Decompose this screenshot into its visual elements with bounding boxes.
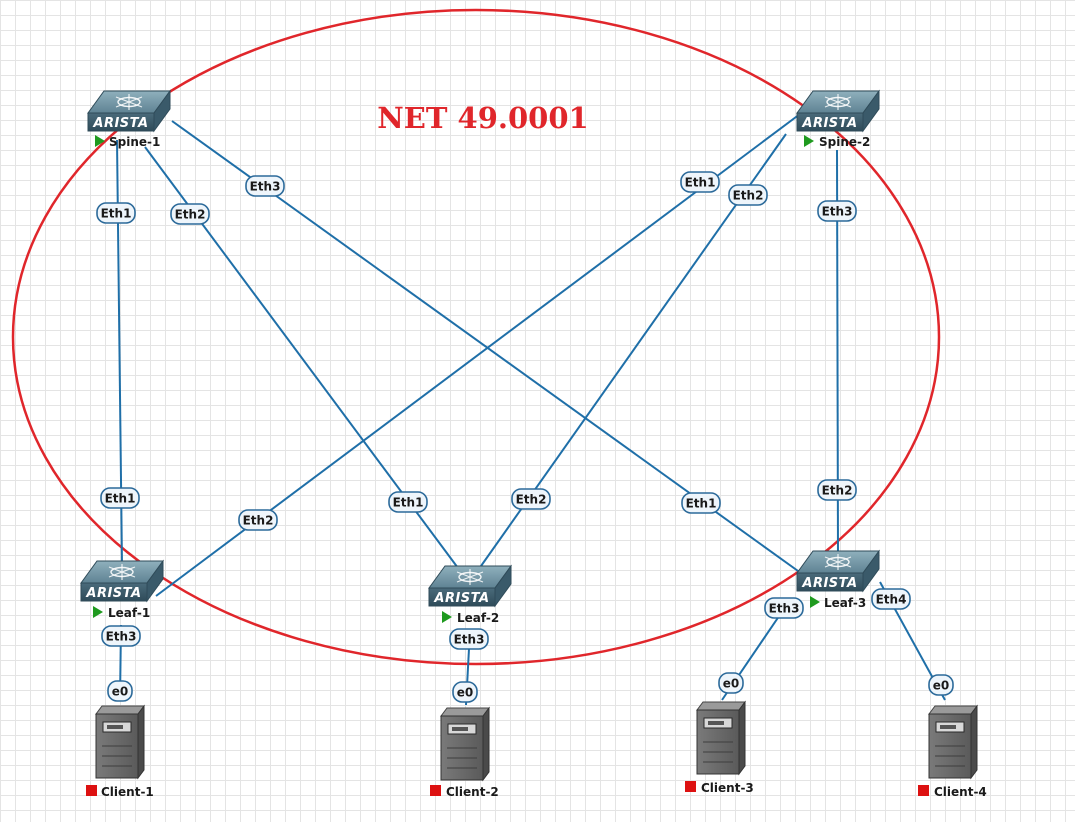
switch-leaf-2[interactable]: ARISTA Leaf-2 <box>428 564 512 625</box>
play-icon <box>93 606 103 618</box>
server-icon <box>95 704 145 780</box>
port-label[interactable]: Eth2 <box>238 509 278 531</box>
links-layer <box>116 110 946 706</box>
port-label-text: Eth3 <box>822 205 853 219</box>
device-label: Client-1 <box>101 785 154 799</box>
server-icon <box>440 706 490 782</box>
port-label-text: Eth3 <box>454 633 485 647</box>
client-3[interactable]: Client-3 <box>685 700 754 795</box>
server-icon <box>928 704 978 780</box>
play-icon <box>804 135 814 147</box>
port-label[interactable]: Eth1 <box>680 171 720 193</box>
device-label: Client-4 <box>934 785 987 799</box>
port-label[interactable]: e0 <box>107 680 133 702</box>
port-label-text: e0 <box>723 677 740 691</box>
client-2[interactable]: Client-2 <box>430 706 499 799</box>
device-label: Leaf-3 <box>824 596 866 610</box>
switch-brand-text: ARISTA <box>92 116 148 131</box>
port-label-text: Eth4 <box>876 593 907 607</box>
switch-brand-text: ARISTA <box>801 576 857 591</box>
port-label-text: Eth1 <box>393 496 424 510</box>
switch-leaf-3[interactable]: ARISTA Leaf-3 <box>796 549 880 610</box>
arista-switch-icon: ARISTA <box>796 89 880 133</box>
stop-icon <box>86 785 97 796</box>
port-label-text: Eth2 <box>516 493 547 507</box>
arista-switch-icon: ARISTA <box>87 89 171 133</box>
port-label-text: Eth1 <box>105 492 136 506</box>
switch-brand-text: ARISTA <box>433 591 489 606</box>
port-label-text: Eth2 <box>175 208 206 222</box>
port-label[interactable]: Eth1 <box>100 487 140 509</box>
port-label-text: Eth3 <box>250 180 281 194</box>
device-label: Spine-2 <box>819 135 870 149</box>
switch-spine-2[interactable]: ARISTA Spine-2 <box>796 89 880 149</box>
port-label-text: Eth2 <box>733 189 764 203</box>
client-1[interactable]: Client-1 <box>86 704 154 799</box>
port-label-text: Eth2 <box>243 514 274 528</box>
port-label-text: Eth3 <box>769 602 800 616</box>
server-icon <box>696 700 746 776</box>
port-label[interactable]: e0 <box>928 674 954 696</box>
port-label-text: Eth1 <box>685 176 716 190</box>
port-label[interactable]: Eth3 <box>101 625 141 647</box>
port-labels: Eth1 Eth1 Eth2 Eth1 Eth3 Eth1 Eth1 Eth2 <box>96 171 954 703</box>
switch-brand-text: ARISTA <box>801 116 857 131</box>
device-label: Client-2 <box>446 785 499 799</box>
port-label[interactable]: Eth2 <box>170 203 210 225</box>
port-label-text: Eth1 <box>101 207 132 221</box>
arista-switch-icon: ARISTA <box>428 564 512 608</box>
play-icon <box>810 596 820 608</box>
port-label[interactable]: Eth3 <box>764 597 804 619</box>
port-label-text: e0 <box>457 686 474 700</box>
area-title: NET 49.0001 <box>377 101 588 135</box>
play-icon <box>95 135 105 147</box>
arista-switch-icon: ARISTA <box>796 549 880 593</box>
port-label[interactable]: Eth2 <box>511 488 551 510</box>
port-label[interactable]: Eth2 <box>817 479 857 501</box>
stop-icon <box>685 781 696 792</box>
port-label[interactable]: Eth3 <box>449 628 489 650</box>
port-label-text: e0 <box>933 679 950 693</box>
port-label[interactable]: e0 <box>452 681 478 703</box>
play-icon <box>442 611 452 623</box>
port-label[interactable]: Eth2 <box>728 184 768 206</box>
arista-switch-icon: ARISTA <box>80 559 164 603</box>
device-label: Leaf-1 <box>108 606 150 620</box>
port-label[interactable]: Eth1 <box>388 491 428 513</box>
port-label-text: e0 <box>112 685 129 699</box>
area-ellipse <box>11 8 941 666</box>
port-label-text: Eth3 <box>106 630 137 644</box>
stop-icon <box>918 785 929 796</box>
switch-brand-text: ARISTA <box>85 586 141 601</box>
device-label: Client-3 <box>701 781 754 795</box>
port-label-text: Eth1 <box>686 497 717 511</box>
port-label-text: Eth2 <box>822 484 853 498</box>
port-label[interactable]: Eth1 <box>681 492 721 514</box>
stop-icon <box>430 785 441 796</box>
device-label: Spine-1 <box>109 135 160 149</box>
port-label[interactable]: e0 <box>718 672 744 694</box>
client-4[interactable]: Client-4 <box>918 704 987 799</box>
port-label[interactable]: Eth3 <box>817 200 857 222</box>
switch-spine-1[interactable]: ARISTA Spine-1 <box>87 89 171 149</box>
device-label: Leaf-2 <box>457 611 499 625</box>
port-label[interactable]: Eth1 <box>96 202 136 224</box>
port-label[interactable]: Eth3 <box>245 175 285 197</box>
port-label[interactable]: Eth4 <box>871 588 911 610</box>
switch-leaf-1[interactable]: ARISTA Leaf-1 <box>80 559 164 620</box>
